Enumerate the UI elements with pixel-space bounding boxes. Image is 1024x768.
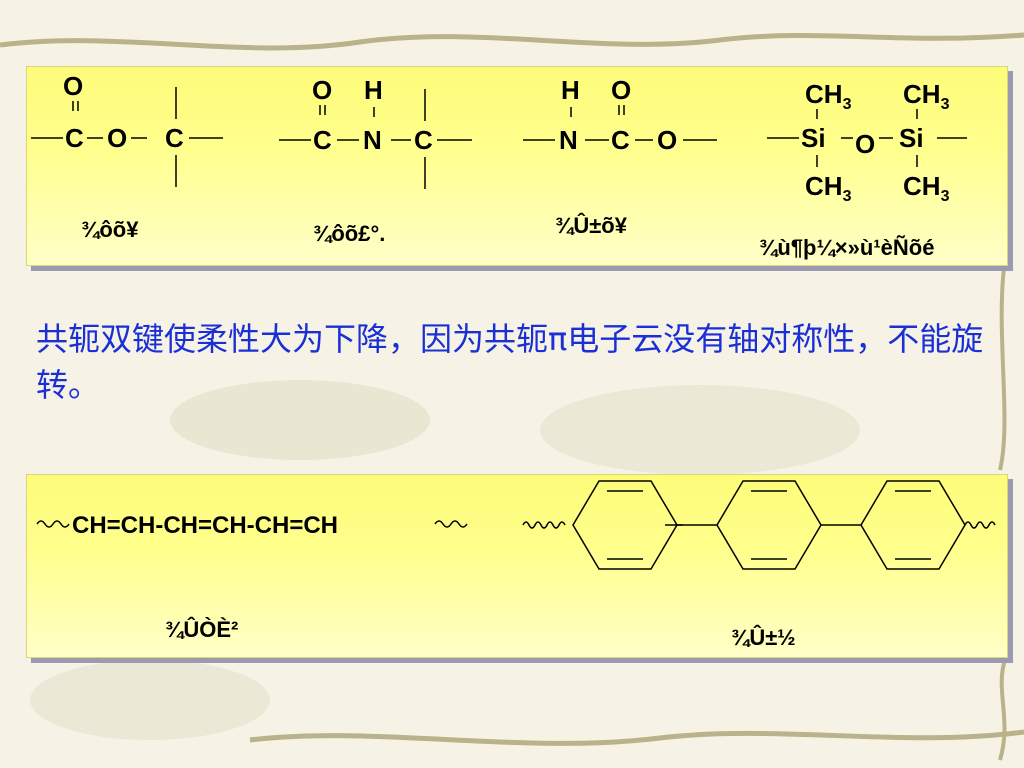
siloxane-ch3-top-left: CH3 <box>805 79 852 113</box>
siloxane-atom-si2: Si <box>899 123 924 153</box>
amide-atom-o: O <box>312 75 332 105</box>
polyphenyl-label: ¾Û±½ <box>731 625 796 650</box>
siloxane-ch3-bottom-left: CH3 <box>805 171 852 205</box>
amide-atom-c2: C <box>414 125 433 155</box>
urethane-atom-n: N <box>559 125 578 155</box>
urethane-structure <box>523 105 717 141</box>
siloxane-ch3-top-right: CH3 <box>903 79 950 113</box>
urethane-label: ¾Û±õ¥ <box>555 213 628 238</box>
ester-atom-c2: C <box>165 123 184 153</box>
urethane-atom-o-top: O <box>611 75 631 105</box>
ester-structure <box>31 87 223 187</box>
conjugation-description: 共轭双键使柔性大为下降，因为共轭π电子云没有轴对称性，不能旋转。 <box>36 320 984 404</box>
urethane-atom-h: H <box>561 75 580 105</box>
siloxane-label: ¾ù¶þ¼×»ù¹èÑõé <box>759 235 934 260</box>
wavy-bond-right-icon <box>434 520 468 528</box>
amide-structure <box>279 89 472 189</box>
siloxane-atom-o: O <box>855 129 875 159</box>
siloxane-atom-si1: Si <box>801 123 826 153</box>
amide-atom-n: N <box>363 125 382 155</box>
urethane-atom-o: O <box>657 125 677 155</box>
siloxane-structure <box>767 109 967 167</box>
amide-label: ¾ôõ£°. <box>313 221 385 246</box>
functional-groups-panel: O C O C ¾ôõ¥ O H C N C ¾ôõ£°. <box>26 66 1008 266</box>
urethane-atom-c: C <box>611 125 630 155</box>
polyene-label: ¾ÛÒÈ² <box>165 617 238 642</box>
amide-atom-h: H <box>364 75 383 105</box>
siloxane-ch3-bottom-right: CH3 <box>903 171 950 205</box>
wavy-bond-left-icon <box>36 520 70 528</box>
polyene-formula: CH=CH-CH=CH-CH=CH <box>72 512 338 539</box>
ester-atom-c1: C <box>65 123 84 153</box>
polyphenyl-structure <box>522 480 996 570</box>
amide-atom-c1: C <box>313 125 332 155</box>
ester-label: ¾ôõ¥ <box>81 217 139 242</box>
ester-atom-o: O <box>107 123 127 153</box>
ester-atom-o-top: O <box>63 71 83 101</box>
conjugated-polymers-panel: CH=CH-CH=CH-CH=CH ¾ÛÒÈ² ¾Û±½ <box>26 474 1008 658</box>
